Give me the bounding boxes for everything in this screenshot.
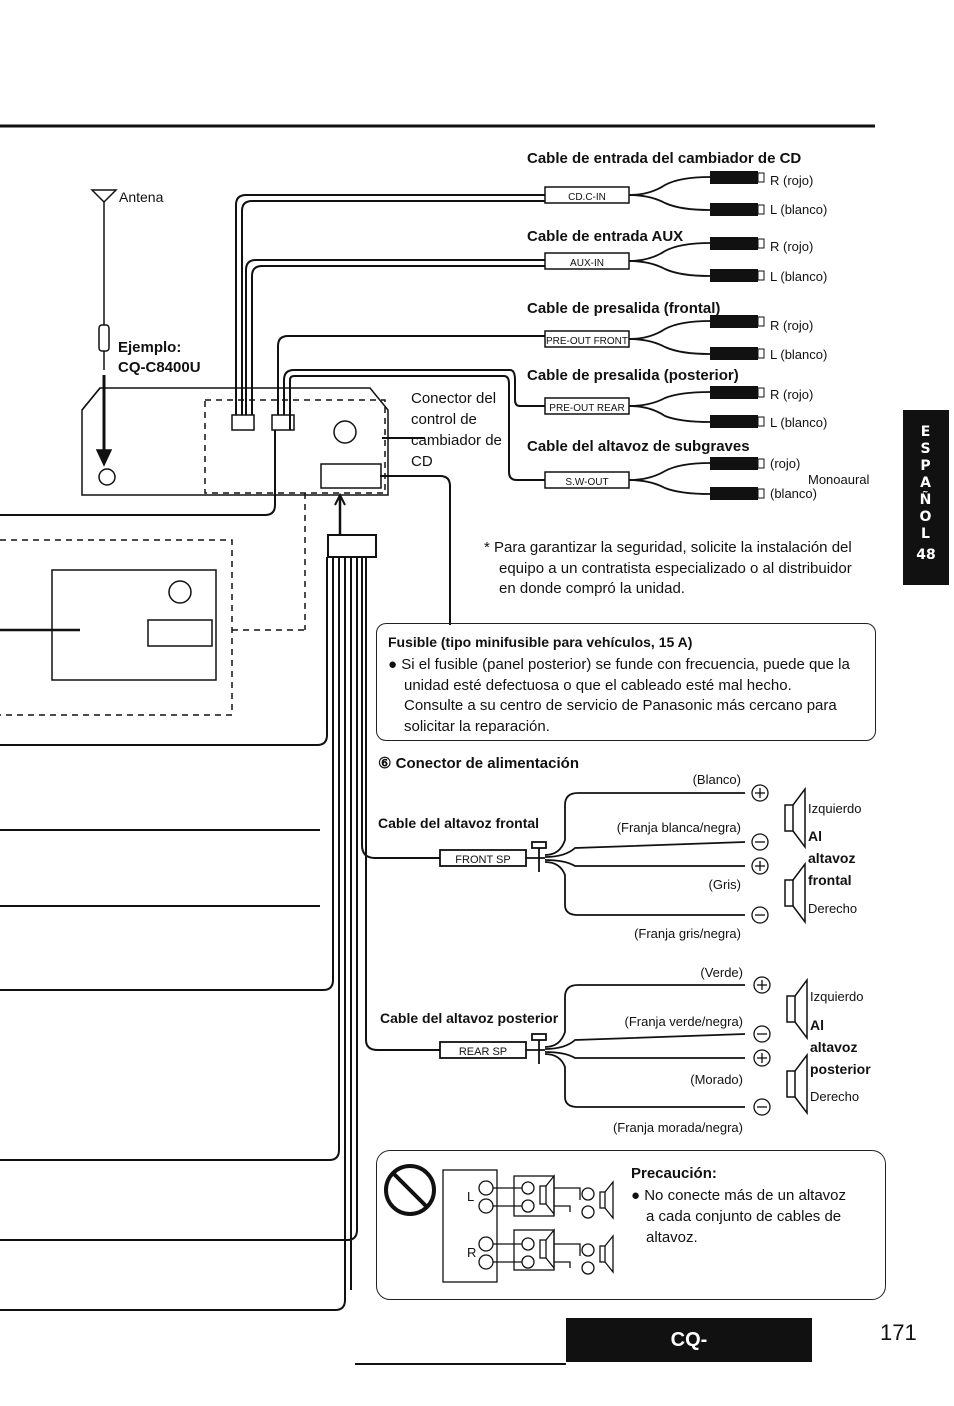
rear-color-0: (Verde) — [700, 965, 743, 980]
caution-title: Precaución: — [631, 1165, 717, 1182]
rca-jacks — [710, 171, 765, 500]
language-tab-letters: E S P A Ñ O L — [919, 424, 933, 542]
example-label: Ejemplo: — [118, 339, 181, 356]
label-r-aux: R (rojo) — [770, 239, 813, 254]
rca-splits — [628, 176, 711, 495]
installation-note: * Para garantizar la seguridad, solicite… — [484, 538, 884, 600]
rear-plug: REAR SP — [459, 1046, 507, 1058]
rca-routes — [235, 194, 545, 625]
rear-color-2: (Morado) — [690, 1072, 743, 1087]
plug-prefront: PRE-OUT FRONT — [546, 336, 628, 347]
fuse-box: Fusible (tipo minifusible para vehículos… — [376, 623, 876, 741]
fuse-text: ● Si el fusible (panel posterior) se fun… — [388, 655, 868, 737]
rear-left: Izquierdo — [810, 989, 863, 1004]
label-l-sw: (blanco) — [770, 486, 817, 501]
caution-box — [376, 1150, 886, 1300]
caution-R: R — [467, 1245, 476, 1260]
rear-speaker-wiring — [439, 984, 746, 1108]
plug-cdc: CD.C-IN — [568, 192, 606, 203]
rear-to-2: posterior — [810, 1061, 871, 1077]
speaker-icons — [784, 786, 808, 1116]
connector-label-1: control de — [411, 411, 477, 428]
rear-to-1: altavoz — [810, 1039, 857, 1055]
front-to-1: altavoz — [808, 850, 855, 866]
connector-label-2: cambiador de — [411, 432, 502, 449]
rear-cable-label: Cable del altavoz posterior — [380, 1010, 559, 1026]
fuse-title: Fusible (tipo minifusible para vehículos… — [388, 634, 693, 650]
plug-prerear: PRE-OUT REAR — [549, 403, 624, 414]
cd-changer-detail — [0, 493, 306, 716]
plug-aux: AUX-IN — [570, 258, 604, 269]
front-color-2: (Gris) — [709, 877, 742, 892]
front-color-0: (Blanco) — [693, 772, 741, 787]
plug-sw: S.W-OUT — [565, 477, 608, 488]
front-plug: FRONT SP — [455, 854, 510, 866]
cable-title-aux: Cable de entrada AUX — [527, 228, 683, 245]
label-mono: Monoaural — [808, 472, 870, 487]
caution-wiring — [442, 1169, 614, 1283]
rear-color-3: (Franja morada/negra) — [613, 1120, 743, 1135]
prohibited-icon — [384, 1164, 436, 1216]
example-model: CQ-C8400U — [118, 359, 201, 376]
rear-right: Derecho — [810, 1089, 859, 1104]
connector-label-3: CD — [411, 453, 433, 470]
model-footer: CQ-C8400/8300/8200/8100U — [566, 1318, 812, 1395]
power-connector-label: ⑥ Conector de alimentación — [378, 755, 579, 772]
front-to-2: frontal — [808, 872, 852, 888]
label-l-prerear: L (blanco) — [770, 415, 827, 430]
cable-title-prefront: Cable de presalida (frontal) — [527, 300, 720, 317]
caution-line-1: a cada conjunto de cables de — [646, 1208, 841, 1225]
label-l-cdc: L (blanco) — [770, 202, 827, 217]
wiring-diagram: Antena Ejemplo: CQ-C8400U — [0, 124, 875, 1365]
head-unit — [81, 375, 389, 496]
front-speaker-wiring — [439, 792, 746, 916]
rear-to-0: Al — [810, 1017, 824, 1033]
fuse-line-2: Consulte a su centro de servicio de Pana… — [404, 697, 837, 714]
cable-title-prerear: Cable de presalida (posterior) — [527, 367, 739, 384]
rear-color-1: (Franja verde/negra) — [625, 1014, 744, 1029]
note-line-0: * Para garantizar la seguridad, solicite… — [484, 539, 852, 556]
fuse-line-1: unidad esté defectuosa o que el cableado… — [404, 676, 792, 694]
label-r-sw: (rojo) — [770, 456, 800, 471]
caution-line-0: ● No conecte más de un altavoz — [631, 1187, 846, 1204]
antenna-label: Antena — [119, 189, 164, 205]
fuse-line-3: solicitar la reparación. — [404, 717, 550, 735]
page-number: 171 — [880, 1320, 917, 1345]
language-tab: E S P A Ñ O L 48 — [903, 410, 949, 585]
label-r-cdc: R (rojo) — [770, 173, 813, 188]
cable-title-cdc: Cable de entrada del cambiador de CD — [527, 150, 801, 167]
cable-title-sw: Cable del altavoz de subgraves — [527, 438, 750, 455]
connector-label-0: Conector del — [411, 390, 496, 407]
antenna-icon — [90, 189, 118, 370]
front-right: Derecho — [808, 901, 857, 916]
note-line-1: equipo a un contratista especializado o … — [499, 559, 852, 577]
section-number: 48 — [916, 547, 936, 563]
label-r-prerear: R (rojo) — [770, 387, 813, 402]
label-r-prefront: R (rojo) — [770, 318, 813, 333]
label-l-prefront: L (blanco) — [770, 347, 827, 362]
wire-harness — [0, 430, 440, 1311]
caution-L: L — [467, 1189, 474, 1204]
front-cable-label: Cable del altavoz frontal — [378, 815, 539, 831]
front-color-3: (Franja gris/negra) — [634, 926, 741, 941]
fuse-line-0: ● Si el fusible (panel posterior) se fun… — [388, 656, 850, 673]
caution-line-2: altavoz. — [646, 1229, 698, 1246]
front-to-0: Al — [808, 828, 822, 844]
label-l-aux: L (blanco) — [770, 269, 827, 284]
note-line-2: en donde compró la unidad. — [499, 580, 685, 597]
front-color-1: (Franja blanca/negra) — [617, 820, 741, 835]
front-left: Izquierdo — [808, 801, 861, 816]
terminal-symbols — [751, 784, 771, 1116]
